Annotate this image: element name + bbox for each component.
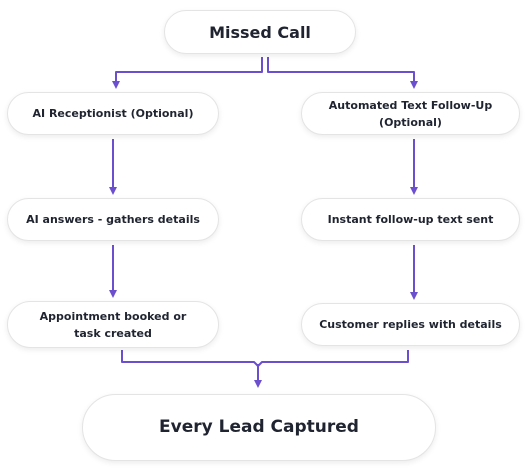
node-instant-follow-up-text: Instant follow-up text sent [301,198,520,241]
node-ai-receptionist: AI Receptionist (Optional) [7,92,219,135]
connector-missed-to-ai-receptionist [112,57,263,89]
node-instant-follow-up-text-label: Instant follow-up text sent [327,213,494,226]
connector-appointment-to-merge [121,350,259,367]
node-appointment-booked: Appointment booked or task created [7,301,219,348]
node-automated-text-follow-up-label: Automated Text Follow-Up (Optional) [328,98,493,129]
connector-missed-to-auto-text [267,57,418,89]
node-every-lead-captured: Every Lead Captured [82,394,436,461]
node-missed-call-label: Missed Call [209,22,311,42]
node-ai-answers-label: AI answers - gathers details [26,213,200,226]
node-customer-replies-label: Customer replies with details [319,318,502,331]
connector-replies-to-merge [257,350,409,367]
node-customer-replies: Customer replies with details [301,303,520,346]
node-missed-call: Missed Call [164,10,356,54]
node-automated-text-follow-up: Automated Text Follow-Up (Optional) [301,92,520,135]
node-appointment-booked-label: Appointment booked or task created [39,309,187,340]
node-every-lead-captured-label: Every Lead Captured [159,417,359,437]
node-ai-receptionist-label: AI Receptionist (Optional) [32,107,194,120]
node-ai-answers: AI answers - gathers details [7,198,219,241]
